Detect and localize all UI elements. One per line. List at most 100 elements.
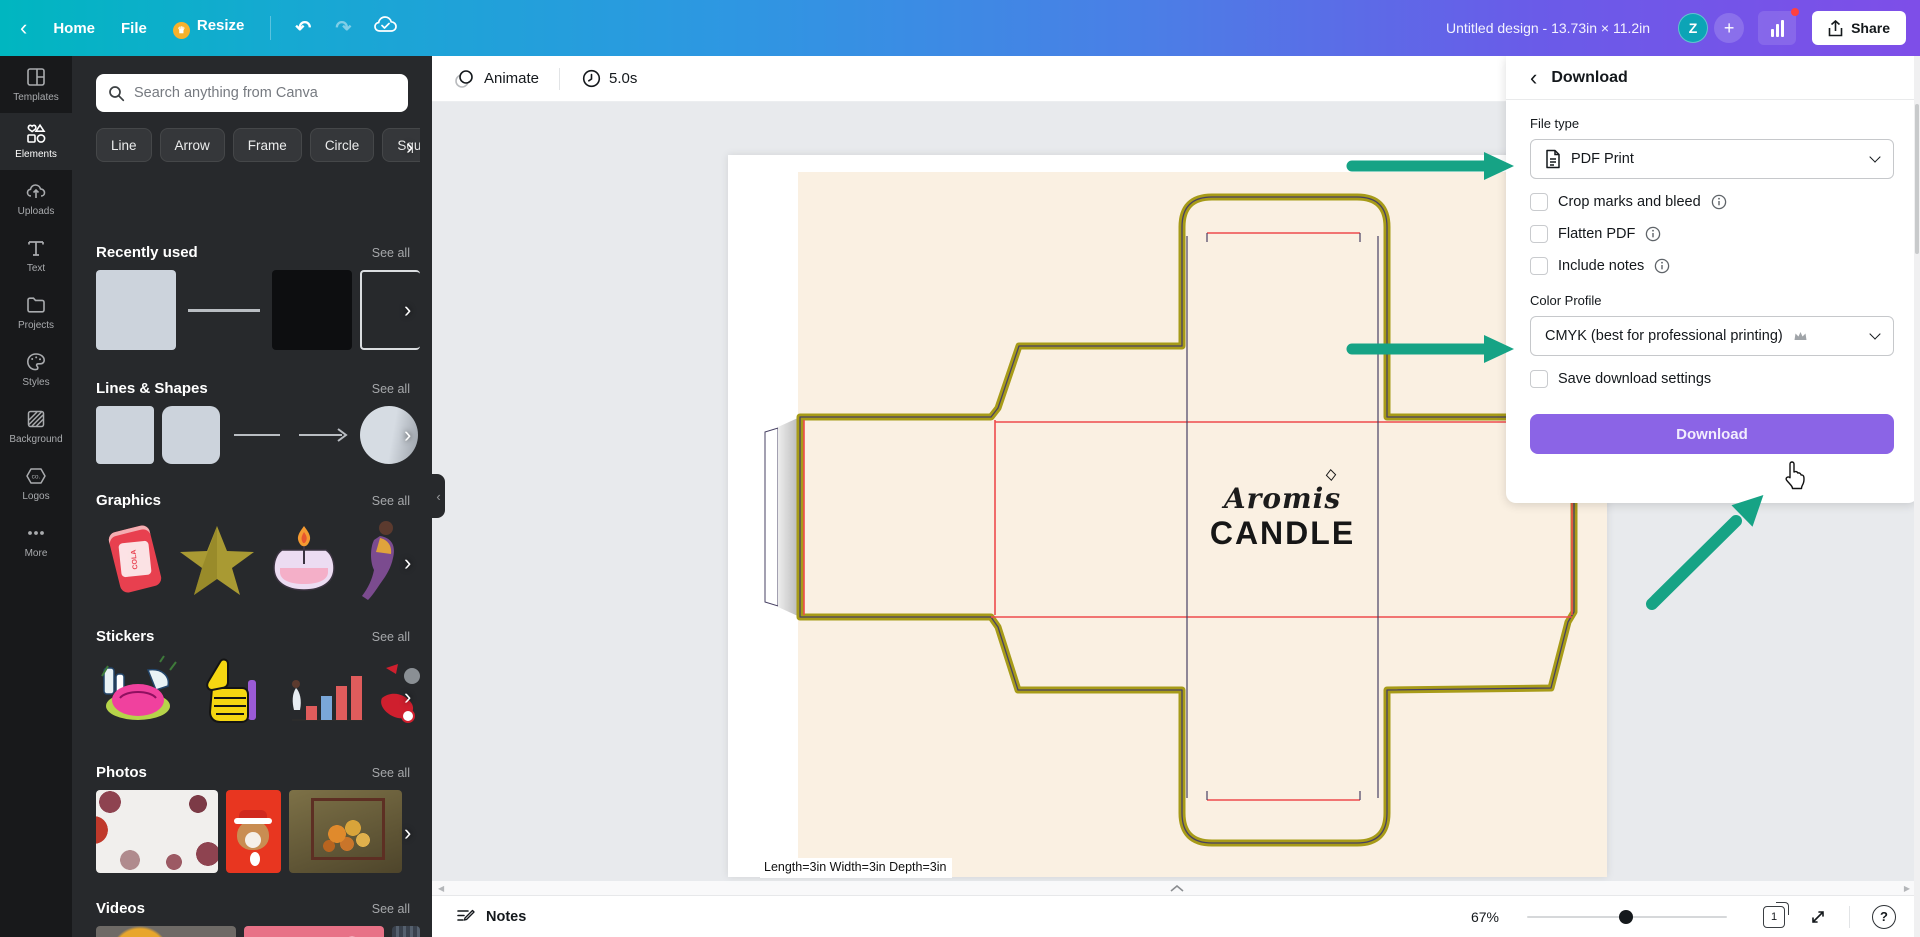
see-all-link[interactable]: See all <box>371 245 410 260</box>
back-chevron-icon[interactable]: ‹ <box>1530 64 1538 90</box>
sticker-turkey-dinner[interactable] <box>96 654 180 739</box>
include-notes-checkbox[interactable] <box>1530 257 1548 275</box>
shape-arrow[interactable] <box>294 406 352 464</box>
sidebar-item-templates[interactable]: Templates <box>0 56 72 113</box>
duration-button[interactable]: 5.0s <box>582 69 637 88</box>
sticker-red-graphic[interactable] <box>378 654 422 739</box>
recently-used-chevron-icon[interactable]: › <box>404 297 412 322</box>
download-button[interactable]: Download <box>1530 414 1894 454</box>
footer-collapse-chevron-icon[interactable] <box>1170 885 1184 892</box>
file-type-dropdown[interactable]: PDF Print <box>1530 139 1894 179</box>
sidebar-item-styles[interactable]: Styles <box>0 341 72 398</box>
sidebar-item-elements[interactable]: Elements <box>0 113 72 170</box>
see-all-link[interactable]: See all <box>371 765 410 780</box>
home-button[interactable]: Home <box>53 19 96 37</box>
see-all-link[interactable]: See all <box>371 901 410 916</box>
search-bar[interactable] <box>96 74 408 112</box>
brand-label[interactable]: Aromis CANDLE <box>1187 468 1378 552</box>
chip-line[interactable]: Line <box>96 128 152 162</box>
color-profile-dropdown[interactable]: CMYK (best for professional printing) <box>1530 316 1894 356</box>
insights-button[interactable] <box>1758 8 1800 45</box>
horizontal-scrollbar[interactable]: ◀ ▶ <box>432 881 1920 895</box>
sidebar-item-text[interactable]: Text <box>0 227 72 284</box>
shape-square[interactable] <box>96 406 154 464</box>
info-icon[interactable] <box>1654 258 1670 274</box>
sidebar-item-uploads[interactable]: Uploads <box>0 170 72 227</box>
chip-frame[interactable]: Frame <box>232 128 302 162</box>
notification-dot <box>1791 8 1800 16</box>
stickers-chevron-icon[interactable]: › <box>404 684 412 709</box>
info-icon[interactable] <box>1645 226 1661 242</box>
option-save-settings[interactable]: Save download settings <box>1530 370 1894 388</box>
zoom-slider-thumb[interactable] <box>1619 909 1633 924</box>
undo-icon[interactable]: ↶ <box>295 17 312 39</box>
graphics-chevron-icon[interactable]: › <box>404 550 412 575</box>
crop-marks-checkbox[interactable] <box>1530 193 1548 211</box>
help-button[interactable]: ? <box>1872 904 1896 929</box>
share-button[interactable]: Share <box>1812 11 1906 45</box>
flatten-pdf-checkbox[interactable] <box>1530 225 1548 243</box>
sidebar-item-logos[interactable]: co. Logos <box>0 455 72 512</box>
option-crop-marks[interactable]: Crop marks and bleed <box>1530 193 1894 211</box>
animate-button[interactable]: Animate <box>454 69 539 89</box>
zoom-slider[interactable] <box>1527 909 1727 924</box>
page-indicator[interactable]: 1 <box>1763 901 1789 928</box>
sidebar-item-more[interactable]: More <box>0 512 72 569</box>
info-icon[interactable] <box>1711 194 1727 210</box>
scroll-right-icon[interactable]: ▶ <box>1903 884 1910 893</box>
shape-rounded-square[interactable] <box>162 406 220 464</box>
resize-button[interactable]: ♛Resize <box>172 17 244 39</box>
sidebar-item-projects[interactable]: Projects <box>0 284 72 341</box>
file-type-label: File type <box>1530 116 1580 131</box>
chip-arrow[interactable]: Arrow <box>159 128 225 162</box>
see-all-link[interactable]: See all <box>371 629 410 644</box>
photos-chevron-icon[interactable]: › <box>404 820 412 845</box>
toolbar-divider <box>559 67 561 90</box>
add-member-button[interactable]: + <box>1714 13 1745 43</box>
video-orange-smoke[interactable] <box>96 926 236 937</box>
recent-item-outline-square[interactable] <box>360 270 420 350</box>
graphic-person[interactable] <box>350 518 410 609</box>
sidebar-item-background[interactable]: Background <box>0 398 72 455</box>
save-settings-checkbox[interactable] <box>1530 370 1548 388</box>
video-pink-droplets[interactable] <box>244 926 384 937</box>
shapes-chevron-icon[interactable]: › <box>404 422 412 447</box>
avatar[interactable]: Z <box>1678 13 1709 43</box>
graphic-cola-can[interactable]: COLA <box>100 520 170 602</box>
video-partial[interactable] <box>392 926 420 937</box>
dimensions-label[interactable]: Length=3in Width=3in Depth=3in <box>760 858 953 878</box>
recent-item-black-square[interactable] <box>272 270 352 350</box>
sticker-bar-chart[interactable] <box>284 654 368 739</box>
sticker-thumbs-up[interactable] <box>190 654 274 739</box>
clock-icon <box>582 69 601 88</box>
photo-dog-santa[interactable] <box>226 790 281 873</box>
fullscreen-icon[interactable] <box>1809 908 1827 926</box>
notes-button[interactable]: Notes <box>456 908 526 926</box>
scroll-left-icon[interactable]: ◀ <box>438 884 445 893</box>
vertical-scrollbar[interactable] <box>1914 56 1920 937</box>
photo-ornaments[interactable] <box>96 790 218 873</box>
back-chevron-icon[interactable]: ‹ <box>20 15 28 40</box>
redo-icon[interactable]: ↷ <box>335 17 352 39</box>
panel-collapse-handle[interactable]: ‹ <box>432 474 445 518</box>
shape-line[interactable] <box>228 406 286 464</box>
graphic-candle[interactable] <box>264 520 344 607</box>
file-menu-button[interactable]: File <box>121 19 147 37</box>
see-all-link[interactable]: See all <box>371 493 410 508</box>
option-flatten-pdf[interactable]: Flatten PDF <box>1530 225 1894 243</box>
document-title[interactable]: Untitled design - 13.73in × 11.2in <box>1446 20 1651 36</box>
vertical-scrollbar-thumb[interactable] <box>1915 104 1919 254</box>
graphic-gold-star[interactable] <box>176 520 258 607</box>
zoom-level[interactable]: 67% <box>1470 908 1499 925</box>
search-input[interactable] <box>134 85 374 101</box>
chips-scroll-chevron-icon[interactable]: › <box>406 134 414 159</box>
recent-item-line[interactable] <box>184 270 264 350</box>
shape-circle[interactable] <box>360 406 418 464</box>
see-all-link[interactable]: See all <box>371 381 410 396</box>
chip-circle[interactable]: Circle <box>309 128 375 162</box>
chip-square[interactable]: Square <box>382 128 420 162</box>
photo-pumpkins[interactable] <box>289 790 402 873</box>
recent-item-gray-square[interactable] <box>96 270 176 350</box>
option-include-notes[interactable]: Include notes <box>1530 257 1894 275</box>
background-stripes-icon <box>27 410 45 428</box>
